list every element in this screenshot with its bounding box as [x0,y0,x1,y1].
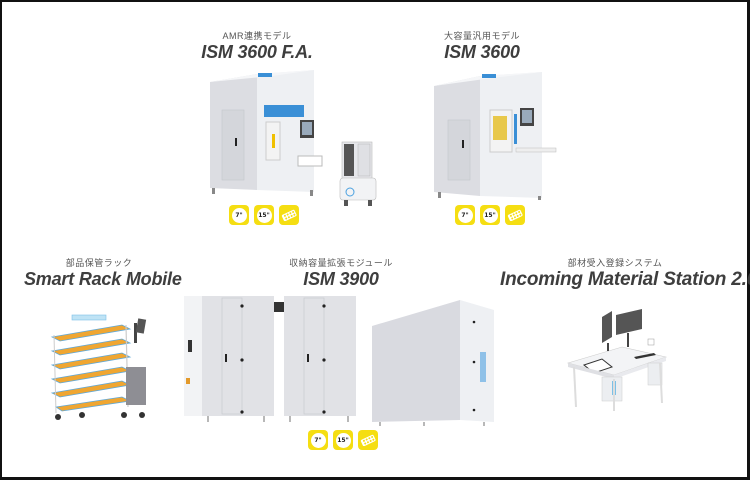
badge-label: 15" [482,207,498,223]
ism3600-image[interactable] [430,70,560,200]
reel-7-inch-icon: 7" [229,205,249,225]
product-subtitle: 部材受入登録システム [567,258,663,268]
reel-15-inch-icon: 15" [254,205,274,225]
product-title[interactable]: ISM 3600 F.A. [201,42,313,62]
ism3900-image[interactable] [184,292,502,427]
ism3600fa-badges: 7" 15" [229,205,299,225]
reel-15-inch-icon: 15" [333,430,353,450]
badge-label: 15" [256,207,272,223]
product-ims20-header: 部材受入登録システム Incoming Material Station 2.0 [500,256,750,291]
ism3900-badges: 7" 15" [308,430,378,450]
product-ism3600fa-header: AMR連携モデル ISM 3600 F.A. [192,29,322,63]
badge-label: 7" [310,432,326,448]
tray-icon [358,430,378,450]
product-ism3600-header: 大容量汎用モデル ISM 3600 [427,29,537,63]
smartrack-image[interactable] [42,307,157,422]
product-title[interactable]: ISM 3900 [303,269,379,289]
ism3600fa-image[interactable] [202,70,392,210]
ism3600-badges: 7" 15" [455,205,525,225]
badge-label: 15" [335,432,351,448]
badge-label: 7" [457,207,473,223]
reel-7-inch-icon: 7" [308,430,328,450]
reel-15-inch-icon: 15" [480,205,500,225]
product-subtitle: 大容量汎用モデル [443,31,520,41]
product-title[interactable]: Incoming Material Station 2.0 [500,269,750,290]
tray-icon [505,205,525,225]
reel-7-inch-icon: 7" [455,205,475,225]
product-subtitle: AMR連携モデル [222,31,292,41]
product-subtitle: 収納容量拡張モジュール [289,258,393,268]
tray-icon [279,205,299,225]
ims20-image[interactable] [562,307,672,417]
product-title[interactable]: ISM 3600 [444,42,520,62]
badge-label: 7" [231,207,247,223]
product-smartrack-header: 部品保管ラック Smart Rack Mobile [24,256,182,290]
product-title[interactable]: Smart Rack Mobile [24,269,182,289]
product-ism3900-header: 収納容量拡張モジュール ISM 3900 [286,256,396,290]
product-subtitle: 部品保管ラック [65,258,133,268]
